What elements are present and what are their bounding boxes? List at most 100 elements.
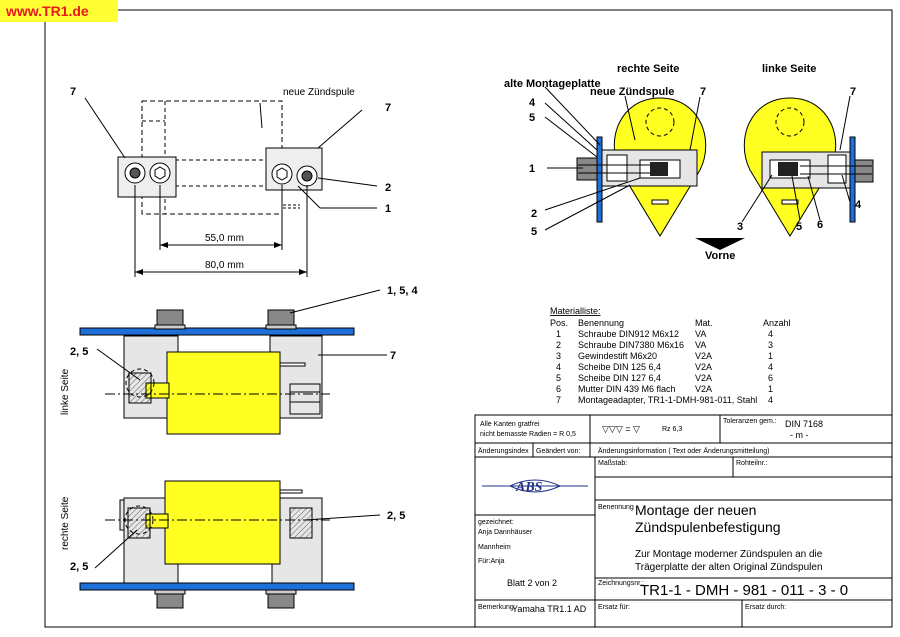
surface-symbol-icon: ▽▽▽ = ▽	[602, 424, 640, 434]
material-cell: Scheibe DIN 127 6,4	[578, 373, 661, 383]
label-linke-seite-vertical: linke Seite	[60, 368, 71, 415]
gezeichnet-label: gezeichnet:	[478, 519, 514, 526]
drawing-title-line1: Montage der neuen	[635, 502, 756, 518]
drawing-frame	[44, 9, 893, 628]
aenderungsindex-label: Änderungsindex	[478, 447, 529, 455]
label-2-5: 2, 5	[70, 346, 88, 358]
material-cell: 4	[768, 395, 773, 405]
drawing-desc-line2: Trägerplatte der alten Original Zündspul…	[635, 562, 823, 573]
label-neue-zuendspule: neue Zündspule	[283, 87, 355, 98]
material-cell: 3	[768, 340, 773, 350]
benennung-label: Benennung	[598, 504, 634, 511]
material-cell: 4	[768, 329, 773, 339]
label-4: 4	[855, 199, 862, 211]
material-list: Materialliste: Pos. Benennung Mat. Anzah…	[550, 306, 791, 405]
material-header-benennung: Benennung	[578, 318, 624, 328]
material-cell: 1	[556, 329, 561, 339]
label-5: 5	[529, 112, 535, 124]
label-1-5-4: 1, 5, 4	[387, 285, 418, 297]
material-header-mat: Mat.	[695, 318, 713, 328]
material-cell: Mutter DIN 439 M6 flach	[578, 384, 676, 394]
material-cell: Schraube DIN7380 M6x16	[578, 340, 684, 350]
material-cell: V2A	[695, 351, 712, 361]
material-cell: 3	[556, 351, 561, 361]
material-cell: V2A	[695, 384, 712, 394]
geaendert-label: Geändert von:	[536, 448, 580, 455]
material-cell: 7	[556, 395, 561, 405]
label-1: 1	[529, 163, 535, 175]
watermark: www.TR1.de	[5, 3, 89, 19]
ersatz-durch-label: Ersatz durch:	[745, 604, 786, 611]
label-4: 4	[529, 97, 536, 109]
drawing-number: TR1-1 - DMH - 981 - 011 - 3 - 0	[640, 582, 848, 599]
label-2-5: 2, 5	[70, 561, 88, 573]
label-7: 7	[700, 86, 706, 98]
view-linke-seite: 1, 5, 4 2, 5 7 linke Seite	[60, 285, 418, 435]
material-cell: 6	[768, 373, 773, 383]
sheet-number: Blatt 2 von 2	[507, 578, 557, 588]
label-7: 7	[850, 86, 856, 98]
material-cell: 5	[556, 373, 561, 383]
kanten-line2: nicht bemasste Radien = R 0,5	[480, 431, 576, 438]
label-2-5: 2, 5	[387, 510, 405, 522]
material-cell: Montageadapter, TR1-1-DMH-981-011, Stahl	[578, 395, 757, 405]
material-header-pos: Pos.	[550, 318, 568, 328]
label-vorne: Vorne	[705, 250, 735, 262]
material-cell: 6	[556, 384, 561, 394]
dimension-55: 55,0 mm	[205, 233, 244, 244]
aenderungsinfo-label: Änderungsinformation ( Text oder Änderun…	[598, 447, 769, 455]
label-1: 1	[385, 203, 391, 215]
din-norm: DIN 7168	[785, 419, 823, 429]
label-3: 3	[737, 221, 743, 233]
arrow-down-icon	[695, 238, 745, 250]
rohteil-label: Rohteilnr.:	[736, 460, 768, 467]
dimension-80: 80,0 mm	[205, 260, 244, 271]
material-cell: Gewindestift M6x20	[578, 351, 657, 361]
label-2: 2	[385, 182, 391, 194]
location: Mannheim	[478, 544, 511, 551]
label-7: 7	[70, 86, 76, 98]
label-linke-seite: linke Seite	[762, 63, 816, 75]
material-cell: 1	[768, 384, 773, 394]
label-5: 5	[796, 221, 802, 233]
drawing-title-line2: Zündspulenbefestigung	[635, 519, 781, 535]
kanten-line1: Alle Kanten gratfrei	[480, 421, 540, 428]
author-name: Anja Dannhäuser	[478, 529, 533, 536]
material-cell: Schraube DIN912 M6x12	[578, 329, 679, 339]
material-cell: VA	[695, 329, 706, 339]
label-7: 7	[390, 350, 396, 362]
label-6: 6	[817, 219, 823, 231]
material-cell: 4	[556, 362, 561, 372]
label-rechte-seite: rechte Seite	[617, 63, 679, 75]
material-cell: 4	[768, 362, 773, 372]
material-cell: 1	[768, 351, 773, 361]
side-views: rechte Seite linke Seite alte Montagepla…	[504, 63, 874, 262]
material-cell: VA	[695, 340, 706, 350]
bemerkung-value: Yamaha TR1.1 AD	[512, 604, 587, 614]
label-neue-zuendspule-right: neue Zündspule	[590, 86, 674, 98]
surface-roughness: Rz 6,3	[662, 426, 682, 433]
material-cell: 2	[556, 340, 561, 350]
material-list-title: Materialliste:	[550, 306, 601, 316]
fuer-label: Für:Anja	[478, 558, 505, 565]
label-7: 7	[385, 102, 391, 114]
watermark-bg	[0, 0, 118, 22]
toleranzen-label: Toleranzen gem.:	[723, 418, 777, 425]
massstab-label: Maßstab:	[598, 460, 627, 467]
drawing-desc-line1: Zur Montage moderner Zündspulen an die	[635, 549, 823, 560]
zeichnungsnr-label: Zeichnungsnr.:	[598, 580, 644, 587]
label-alte-montageplatte: alte Montageplatte	[504, 78, 601, 90]
label-5: 5	[531, 226, 537, 238]
material-cell: V2A	[695, 362, 712, 372]
company-logo: ABS	[515, 480, 543, 495]
bemerkung-label: Bemerkung:	[478, 604, 516, 611]
material-cell: V2A	[695, 373, 712, 383]
material-cell: Scheibe DIN 125 6,4	[578, 362, 661, 372]
material-header-anzahl: Anzahl	[763, 318, 791, 328]
label-rechte-seite-vertical: rechte Seite	[60, 496, 71, 550]
title-block: Alle Kanten gratfrei nicht bemasste Radi…	[474, 414, 893, 628]
top-view-plan: 7 neue Zündspule 7 2 1 55,0 mm 80,0 mm	[70, 86, 391, 277]
ersatz-fuer-label: Ersatz für:	[598, 604, 630, 611]
